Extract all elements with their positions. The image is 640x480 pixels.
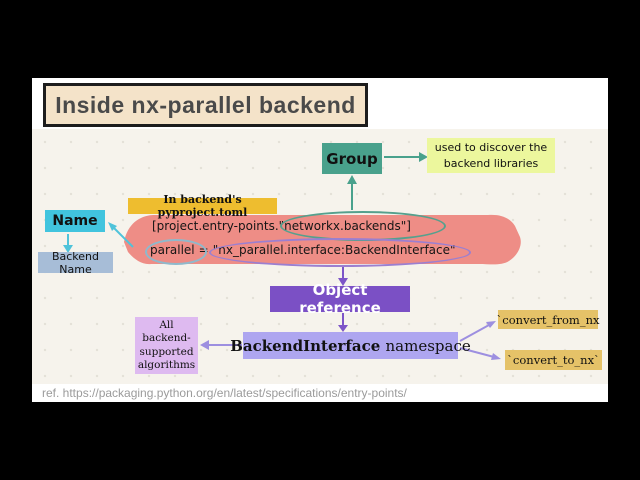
toml-entry-key: parallel xyxy=(150,243,195,257)
object-reference-node: Object reference xyxy=(270,281,410,317)
backend-name-node: Backend Name xyxy=(38,250,113,276)
name-node: Name xyxy=(45,210,105,232)
convert-to-nx-node: `convert_to_nx` xyxy=(505,350,602,370)
group-note: used to discover the backend libraries xyxy=(427,138,555,173)
pyproject-toml-label: In backend's pyproject.toml xyxy=(128,193,277,219)
toml-code-line1: [project.entry-points."networkx.backends… xyxy=(152,219,411,233)
backend-interface-name: BackendInterface xyxy=(230,336,381,355)
convert-from-nx-node: `convert_from_nx xyxy=(497,310,599,329)
reference-url: ref. https://packaging.python.org/en/lat… xyxy=(42,386,407,400)
toml-equals-sign: = xyxy=(198,243,209,257)
toml-entry-value: "nx_parallel.interface:BackendInterface" xyxy=(212,243,456,257)
algorithms-node: All backend-supported algorithms xyxy=(135,317,198,374)
slide-title: Inside nx-parallel backend xyxy=(43,83,368,127)
toml-code-line2: parallel="nx_parallel.interface:BackendI… xyxy=(150,243,456,257)
backend-interface-suffix: namespace xyxy=(385,336,471,355)
group-node: Group xyxy=(322,143,382,174)
